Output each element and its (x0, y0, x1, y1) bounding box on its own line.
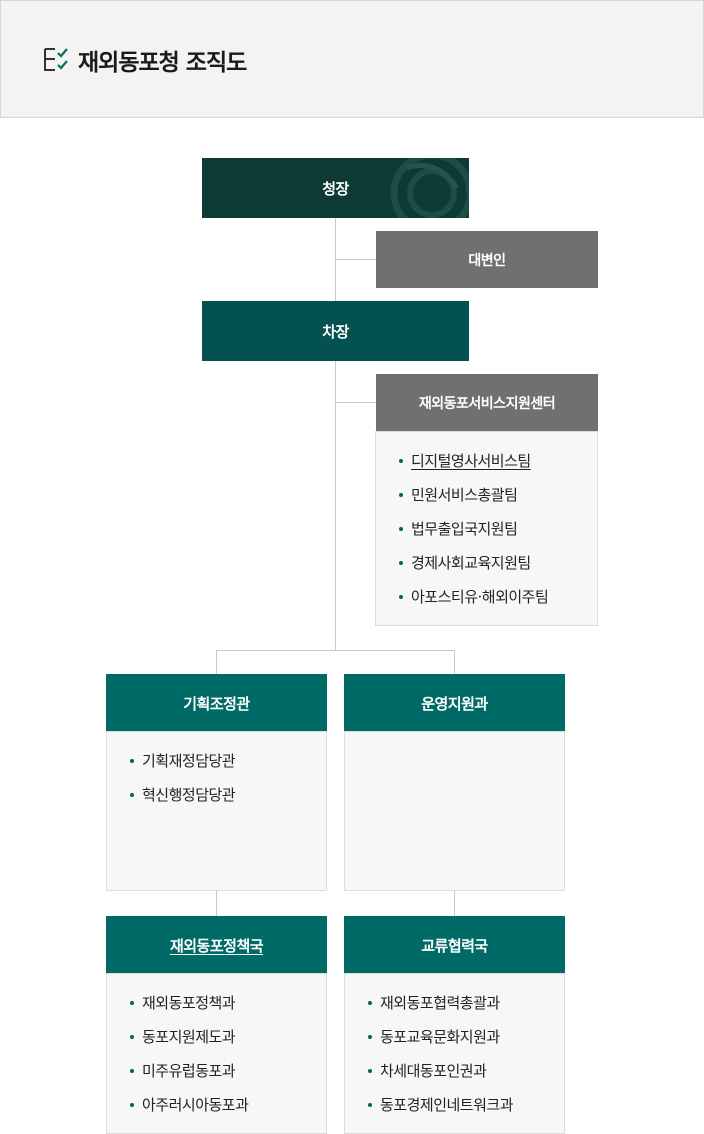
vice-commissioner-box[interactable]: 차장 (202, 301, 469, 361)
service-center-panel: 디지털영사서비스팀 민원서비스총괄팀 법무출입국지원팀 경제사회교육지원팀 아포… (375, 431, 598, 626)
service-center-label: 재외동포서비스지원센터 (418, 396, 556, 412)
connector-service-center (335, 402, 376, 403)
connector-spokesperson (335, 259, 376, 260)
division-label: 아주러시아동포과 (142, 1096, 249, 1114)
bullet-icon (368, 1069, 372, 1073)
bullet-icon (130, 1069, 134, 1073)
list-item: 경제사회교육지원팀 (376, 546, 597, 580)
division-label: 미주유럽동포과 (142, 1062, 236, 1080)
page-header: 재외동포청 조직도 (0, 0, 704, 118)
policy-bureau-box[interactable]: 재외동포정책국 (106, 916, 327, 974)
bullet-icon (399, 561, 403, 565)
bullet-icon (399, 459, 403, 463)
division-label: 동포경제인네트워크과 (380, 1096, 514, 1114)
office-label: 혁신행정담당관 (142, 786, 236, 804)
list-item[interactable]: 디지털영사서비스팀 (376, 444, 597, 478)
list-item: 아포스티유·해외이주팀 (376, 580, 597, 614)
list-item: 민원서비스총괄팀 (376, 478, 597, 512)
policy-bureau-label[interactable]: 재외동포정책국 (169, 936, 264, 955)
bullet-icon (130, 1035, 134, 1039)
office-label: 기획재정담당관 (142, 752, 236, 770)
team-label: 민원서비스총괄팀 (411, 486, 518, 504)
bullet-icon (399, 595, 403, 599)
connector-main-vertical (335, 218, 336, 650)
bullet-icon (399, 493, 403, 497)
list-item: 미주유럽동포과 (107, 1054, 326, 1088)
team-link[interactable]: 디지털영사서비스팀 (411, 452, 531, 470)
bullet-icon (368, 1001, 372, 1005)
division-label: 동포지원제도과 (142, 1028, 236, 1046)
division-label: 재외동포정책과 (142, 994, 236, 1012)
team-label: 경제사회교육지원팀 (411, 554, 531, 572)
list-item: 혁신행정담당관 (107, 778, 326, 812)
bullet-icon (130, 1001, 134, 1005)
planning-label: 기획조정관 (183, 694, 250, 713)
bullet-icon (130, 793, 134, 797)
operations-box[interactable]: 운영지원과 (344, 674, 565, 732)
operations-label: 운영지원과 (421, 694, 488, 713)
vice-commissioner-label: 차장 (322, 322, 349, 341)
bullet-icon (368, 1103, 372, 1107)
list-item: 기획재정담당관 (107, 744, 326, 778)
service-center-box[interactable]: 재외동포서비스지원센터 (376, 374, 598, 432)
page-title: 재외동포청 조직도 (78, 50, 247, 76)
spokesperson-label: 대변인 (468, 252, 506, 269)
exchange-bureau-label: 교류협력국 (421, 936, 488, 955)
emblem-icon (390, 158, 469, 218)
exchange-bureau-panel: 재외동포협력총괄과 동포교육문화지원과 차세대동포인권과 동포경제인네트워크과 (344, 973, 565, 1134)
team-label: 아포스티유·해외이주팀 (411, 588, 549, 606)
connector-left-lower (216, 891, 217, 916)
connector-right-lower (454, 891, 455, 916)
connector-branch-left (216, 650, 217, 674)
list-item: 법무출입국지원팀 (376, 512, 597, 546)
list-item: 아주러시아동포과 (107, 1088, 326, 1122)
bullet-icon (368, 1035, 372, 1039)
division-label: 차세대동포인권과 (380, 1062, 487, 1080)
team-label: 법무출입국지원팀 (411, 520, 518, 538)
division-label: 동포교육문화지원과 (380, 1028, 500, 1046)
checklist-icon (44, 48, 68, 71)
bullet-icon (130, 1103, 134, 1107)
operations-panel (344, 731, 565, 891)
list-item: 동포경제인네트워크과 (345, 1088, 564, 1122)
connector-branch-horizontal (216, 650, 455, 651)
commissioner-box[interactable]: 청장 (202, 158, 469, 218)
exchange-bureau-box[interactable]: 교류협력국 (344, 916, 565, 974)
list-item: 동포지원제도과 (107, 1020, 326, 1054)
connector-branch-right (454, 650, 455, 674)
list-item: 재외동포정책과 (107, 986, 326, 1020)
policy-bureau-panel: 재외동포정책과 동포지원제도과 미주유럽동포과 아주러시아동포과 (106, 973, 327, 1134)
list-item: 차세대동포인권과 (345, 1054, 564, 1088)
planning-panel: 기획재정담당관 혁신행정담당관 (106, 731, 327, 891)
planning-box[interactable]: 기획조정관 (106, 674, 327, 732)
bullet-icon (399, 527, 403, 531)
spokesperson-box[interactable]: 대변인 (376, 231, 598, 288)
commissioner-label: 청장 (322, 179, 349, 198)
division-label: 재외동포협력총괄과 (380, 994, 500, 1012)
list-item: 재외동포협력총괄과 (345, 986, 564, 1020)
list-item: 동포교육문화지원과 (345, 1020, 564, 1054)
bullet-icon (130, 759, 134, 763)
